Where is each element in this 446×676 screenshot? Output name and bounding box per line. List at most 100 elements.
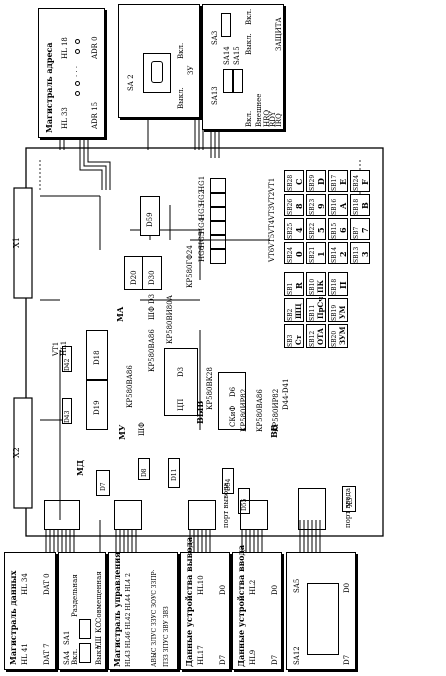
chip-d7-label: D7 (100, 482, 107, 491)
key-4-id: SB25 (287, 222, 294, 239)
output-d0-label: D0 (219, 584, 227, 595)
key-a-label: A (338, 202, 348, 209)
protection-panel: SA3 SA14 SA15 SA13 Вкл. Выкл. ЗАЩИТА Вкл… (202, 4, 284, 130)
key-r-id: SB1 (287, 282, 294, 295)
data-dat0-label: DAT 0 (43, 573, 51, 595)
separate-label: Раздельная (71, 574, 79, 617)
chip-d43-label: D43 (64, 410, 71, 423)
data-hl34-label: HL 34 (21, 573, 29, 595)
vt4-label: VT4 (268, 219, 276, 234)
key-ota-id: SB12 (309, 330, 316, 347)
output-connector (188, 500, 216, 530)
key-9-label: 9 (316, 203, 326, 209)
key-prsch-id: SB11 (309, 304, 316, 321)
sa5-label: SA5 (293, 578, 301, 593)
control-bus-title: Магистраль управления (112, 551, 122, 667)
sa3-switch[interactable] (221, 13, 231, 37)
address-hl33-label: HL 33 (61, 107, 69, 129)
chip-x3: X3 (342, 486, 356, 512)
output-hl17-label: HL17 (197, 645, 205, 665)
external-label: Внешнее (255, 93, 263, 127)
sa4-switch[interactable] (79, 643, 91, 663)
data-bus-panel: Магистраль данных HL 41 HL 34 DAT 7 DAT … (4, 552, 56, 670)
chip-d6: D6 СКиФ (218, 372, 246, 430)
sa2-panel: SA 2 Выкл. Вкл. ЗУ (118, 4, 200, 118)
sa2-zu-label: ЗУ (187, 65, 195, 75)
sa14-switch[interactable] (223, 69, 233, 93)
kr580va86-label: КР580ВА86 (256, 389, 264, 432)
control-bus-panel: Магистраль управления HL43 HL46 HL42 HL4… (108, 552, 178, 670)
address-label: МА (115, 306, 125, 322)
kr580vk28-label: КР580ВК28 (206, 367, 214, 410)
hg1-label: HG1 (198, 175, 206, 192)
sa2-toggle[interactable] (151, 61, 163, 83)
sa15-label: SA15 (233, 46, 241, 65)
hl46-label: HL46 (125, 631, 132, 649)
chip-d11-label: D11 (171, 468, 178, 481)
key-st2-id: SB3 (287, 334, 294, 347)
chip-d8: D8 (138, 458, 150, 480)
digit-hg6 (210, 248, 226, 264)
chip-d3-label: D3 (177, 366, 185, 377)
key-shc-label: ПК (316, 280, 325, 293)
hl43-label: HL43 (125, 650, 132, 667)
key-shc-id: SB10 (309, 278, 316, 295)
address-led (75, 39, 80, 44)
key-um-id: SB19 (331, 304, 338, 321)
signal-label: ЗЛУС (151, 627, 158, 646)
key-8-label: 8 (294, 203, 304, 209)
switch-bank[interactable] (307, 583, 339, 655)
vt3-label: VT3 (268, 205, 276, 220)
sa2-switch[interactable] (143, 53, 171, 93)
sa1-switch[interactable] (79, 619, 91, 639)
protection-label: ЗАЩИТА (275, 17, 283, 51)
digit-hg3 (210, 206, 226, 222)
sa14-label: SA14 (223, 46, 231, 65)
kr580ir82-label: КР580ИР82 (240, 388, 248, 432)
hl1-label: HL1 (60, 340, 68, 356)
address-bus-panel: Магистраль адреса HL 33 HL 18 ADR 15 ADR… (38, 8, 105, 138)
key-prsch-label: ПрСч (316, 296, 325, 319)
input-d7-label: D7 (271, 654, 279, 665)
address-hl18-label: HL 18 (61, 37, 69, 59)
kr580va86-label: КР580ВА86 (148, 329, 156, 372)
sa12-label: SA12 (293, 646, 301, 665)
hg4-label: HG4 (198, 217, 206, 234)
address-dots: · · · (73, 65, 81, 77)
switches-d0-label: D0 (343, 582, 351, 593)
address-led (75, 49, 80, 54)
key-6-label: 6 (338, 227, 348, 233)
digit-hg2 (210, 192, 226, 208)
sa15-switch[interactable] (233, 69, 243, 93)
data-bus-label: МД (75, 460, 85, 476)
data-bus-title: Магистраль данных (8, 570, 18, 665)
key-f-label: F (360, 179, 370, 185)
chip-cpu: D3 ЦП (164, 348, 198, 416)
